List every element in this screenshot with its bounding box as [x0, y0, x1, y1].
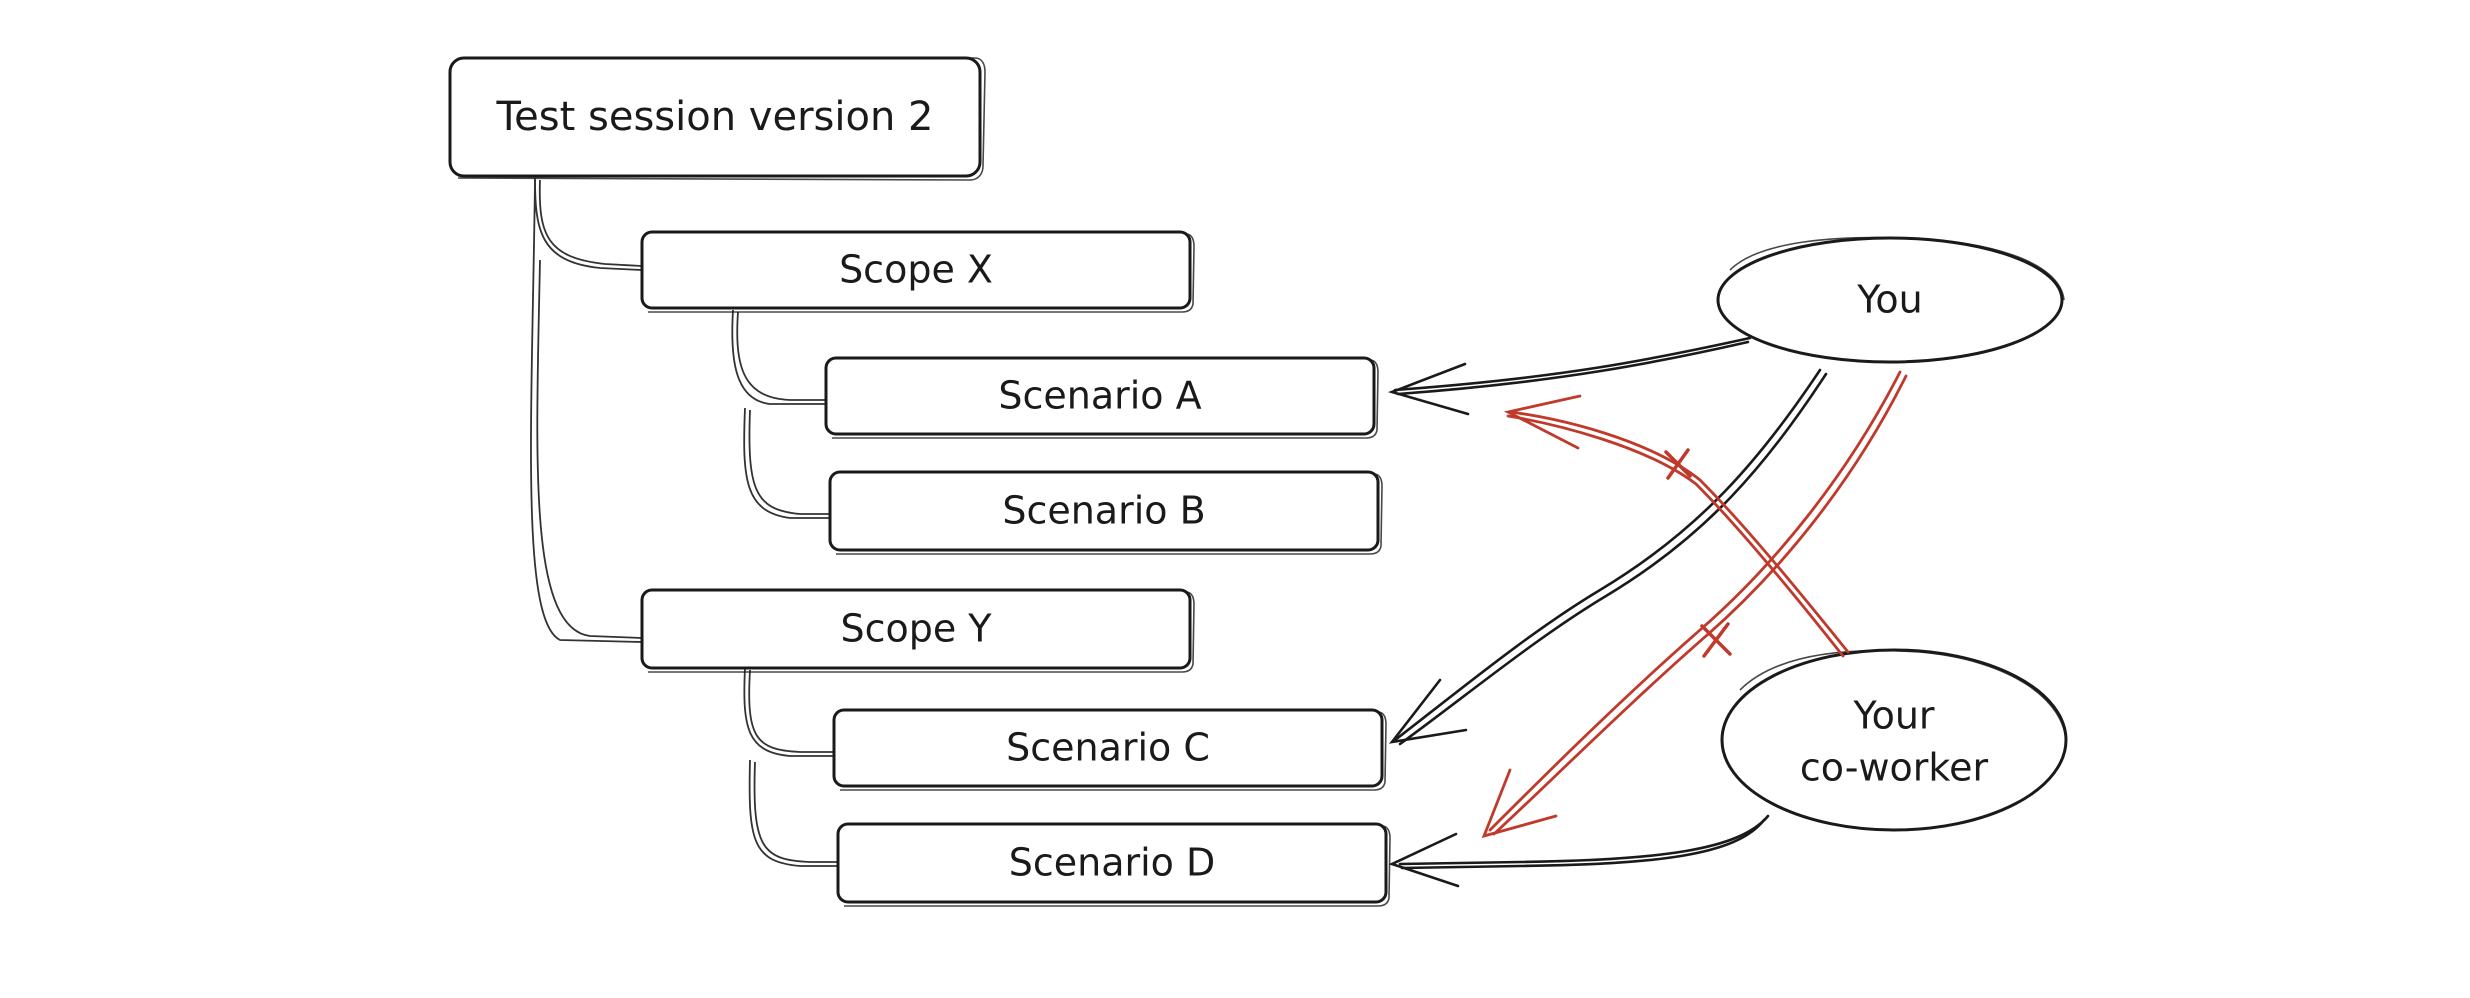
arrow-you-to-scenario-a: [1387, 336, 1752, 416]
scenario-d-label: Scenario D: [1009, 841, 1216, 885]
connector-scope-y-scenario-d: [748, 759, 838, 867]
scenario-d-box: [836, 822, 1388, 904]
scenario-b-label: Scenario B: [1002, 489, 1205, 533]
allowed-arrows: [1387, 336, 1828, 888]
scope-x-node: Scope X: [640, 230, 1195, 313]
scenario-a-node: Scenario A: [824, 356, 1379, 439]
forbidden-arrows: [1481, 370, 1908, 839]
actor-coworker-label-line1: Your: [1852, 694, 1934, 738]
scenario-d-node: Scenario D: [836, 822, 1391, 907]
scenario-b-box: [828, 470, 1380, 552]
scope-y-box: [640, 588, 1192, 670]
scenario-a-label: Scenario A: [998, 374, 1201, 418]
scenario-c-box: [832, 708, 1384, 788]
connector-session-scope-y: [530, 179, 643, 643]
session-box: [448, 56, 982, 178]
scope-y-label: Scope Y: [840, 607, 992, 651]
tree-connectors: [530, 177, 838, 867]
connector-scope-x-scenario-a: [731, 309, 826, 405]
actor-you: You: [1716, 236, 2065, 364]
connector-scope-y-scenario-c: [743, 667, 834, 757]
scope-x-label: Scope X: [839, 248, 993, 292]
connector-session-scope-x: [534, 177, 643, 271]
scenario-c-node: Scenario C: [832, 708, 1387, 791]
session-node: Test session version 2: [448, 56, 986, 181]
actor-you-label: You: [1856, 278, 1923, 322]
scenario-c-label: Scenario C: [1006, 726, 1210, 770]
scope-x-box: [640, 230, 1192, 310]
arrow-you-to-scenario-c: [1388, 368, 1828, 746]
scenario-a-box: [824, 356, 1376, 436]
actor-coworker-label-line2: co-worker: [1800, 746, 1989, 790]
arrow-coworker-to-scenario-a-forbidden: [1503, 394, 1850, 658]
scope-y-node: Scope Y: [640, 588, 1195, 673]
cross-you-to-scenario-d: [1700, 622, 1732, 658]
scenario-b-node: Scenario B: [828, 470, 1383, 555]
connector-scope-x-scenario-b: [743, 407, 830, 519]
arrow-coworker-to-scenario-d: [1388, 814, 1770, 888]
cross-coworker-to-scenario-a: [1664, 448, 1692, 480]
arrow-you-to-scenario-d-forbidden: [1481, 370, 1908, 839]
actor-coworker: Your co-worker: [1720, 648, 2068, 832]
session-title: Test session version 2: [496, 94, 934, 140]
